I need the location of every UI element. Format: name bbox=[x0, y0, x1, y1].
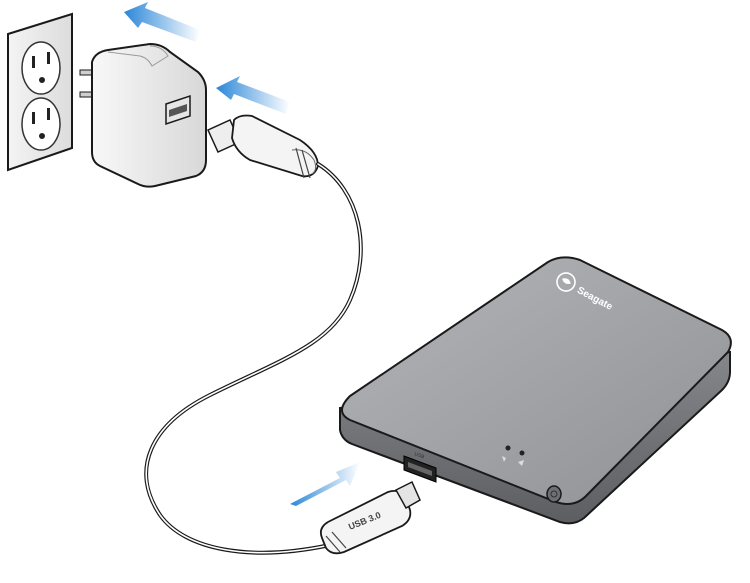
wall-outlet bbox=[7, 12, 73, 172]
outlet-socket-bottom bbox=[21, 97, 61, 151]
seagate-drive: Seagate USB bbox=[339, 256, 732, 525]
arrow-to-outlet-icon bbox=[124, 2, 200, 42]
power-button bbox=[546, 485, 562, 503]
power-adapter bbox=[79, 42, 207, 188]
usb-cable bbox=[144, 162, 363, 555]
usb-micro-b-plug: USB 3.0 bbox=[319, 480, 421, 555]
drive-port-label: USB bbox=[413, 451, 425, 460]
outlet-socket-top bbox=[21, 41, 61, 95]
arrow-to-drive-icon bbox=[290, 462, 360, 506]
status-lights bbox=[502, 445, 525, 466]
adapter-usb-port bbox=[165, 94, 191, 126]
arrow-to-adapter-icon bbox=[216, 76, 290, 114]
usb-a-plug bbox=[207, 114, 319, 179]
drive-usb-port: USB bbox=[403, 451, 437, 483]
